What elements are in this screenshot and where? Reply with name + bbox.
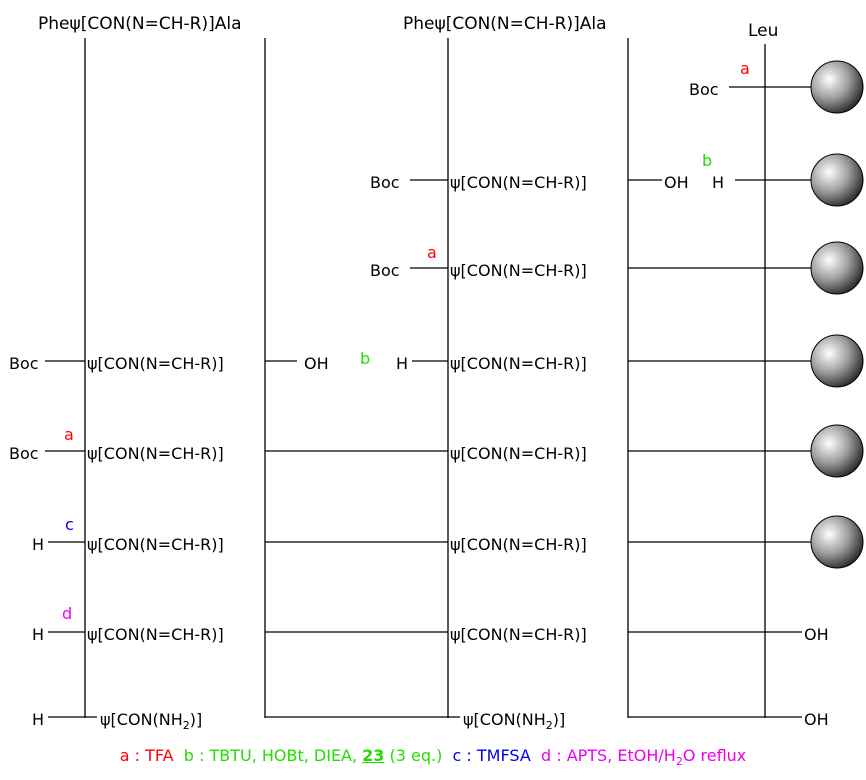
psi-hydrazide-fragment: ψ[CON(NH2)] — [100, 710, 202, 732]
psi-fragment: ψ[CON(N=CH-R)] — [450, 261, 587, 280]
hydroxyl-group: OH — [804, 710, 829, 729]
boc-group: Boc — [370, 173, 400, 192]
resin-bead-icon — [810, 153, 864, 207]
hydrogen-group: H — [396, 354, 408, 373]
step-label-a: a — [740, 59, 750, 78]
step-label-a: a — [427, 243, 437, 262]
legend-d-key: d : — [540, 746, 567, 765]
resin-beads — [810, 60, 864, 569]
legend-a-text: TFA — [145, 746, 174, 765]
boc-group: Boc — [370, 261, 400, 280]
psi-hydrazide-fragment: ψ[CON(NH2)] — [463, 710, 565, 732]
psi-fragment: ψ[CON(N=CH-R)] — [450, 535, 587, 554]
psi-fragment: ψ[CON(N=CH-R)] — [450, 625, 587, 644]
psi-fragment: ψ[CON(N=CH-R)] — [87, 354, 224, 373]
legend-c-key: c : — [452, 746, 477, 765]
step-label-a: a — [64, 425, 74, 444]
psi-fragment: ψ[CON(N=CH-R)] — [87, 625, 224, 644]
legend-c-text: TMFSA — [476, 746, 531, 765]
legend-b-eq: (3 eq.) — [384, 746, 443, 765]
psi-fragment: ψ[CON(N=CH-R)] — [87, 444, 224, 463]
boc-group: Boc — [9, 354, 39, 373]
step-label-d: d — [62, 604, 72, 623]
legend-b-key: b : — [183, 746, 210, 765]
header-left: Pheψ[CON(N=CH-R)]Ala — [38, 14, 242, 34]
reagent-legend: a : TFA b : TBTU, HOBt, DIEA, 23 (3 eq.)… — [0, 746, 866, 768]
hydroxyl-group: OH — [664, 173, 689, 192]
legend-d-comma: , — [607, 746, 618, 765]
legend-d-text3: O reflux — [682, 746, 747, 765]
synthesis-scheme: Pheψ[CON(N=CH-R)]Ala Pheψ[CON(N=CH-R)]Al… — [9, 14, 864, 732]
hydroxyl-group: OH — [304, 354, 329, 373]
hydroxyl-group: OH — [804, 625, 829, 644]
hydrogen-group: H — [32, 625, 44, 644]
resin-bead-icon — [810, 241, 864, 295]
legend-b-text: TBTU, HOBt, DIEA, — [209, 746, 363, 765]
psi-fragment: ψ[CON(N=CH-R)] — [450, 173, 587, 192]
hydrogen-group: H — [32, 710, 44, 729]
psi-fragment: ψ[CON(N=CH-R)] — [450, 354, 587, 373]
horizontal-bonds — [45, 86, 812, 718]
legend-d-text1: APTS — [566, 746, 608, 765]
boc-group: Boc — [689, 80, 719, 99]
resin-bead-icon — [810, 515, 864, 569]
header-right: Leu — [748, 21, 778, 41]
step-label-b: b — [702, 151, 712, 170]
resin-bead-icon — [810, 60, 864, 114]
legend-d-text2: EtOH/H — [617, 746, 676, 765]
hydrogen-group: H — [712, 173, 724, 192]
resin-bead-icon — [810, 334, 864, 388]
legend-a-key: a : — [119, 746, 146, 765]
vertical-lines — [84, 38, 766, 718]
step-label-c: c — [65, 515, 74, 534]
legend-d-sub: 2 — [675, 755, 683, 769]
hydrogen-group: H — [32, 535, 44, 554]
boc-group: Boc — [9, 444, 39, 463]
step-label-b: b — [360, 349, 370, 368]
legend-b-compound: 23 — [362, 746, 385, 765]
header-middle: Pheψ[CON(N=CH-R)]Ala — [403, 14, 607, 34]
psi-fragment: ψ[CON(N=CH-R)] — [87, 535, 224, 554]
psi-fragment: ψ[CON(N=CH-R)] — [450, 444, 587, 463]
resin-bead-icon — [810, 424, 864, 478]
